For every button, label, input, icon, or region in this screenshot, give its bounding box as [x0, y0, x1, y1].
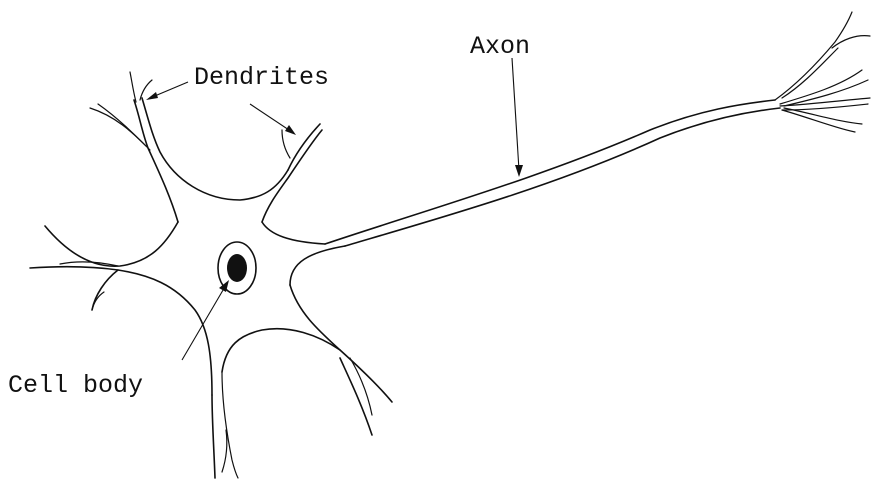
neuron [30, 12, 870, 478]
axon-hillock-lower [290, 246, 345, 285]
nucleolus [227, 254, 247, 282]
dendrite-upper-left [134, 100, 178, 222]
cell-body-label: Cell body [8, 371, 143, 400]
axon-label: Axon [470, 32, 530, 61]
dendrites-arrowhead-right [285, 125, 296, 135]
axon-terminal-1b [782, 48, 838, 98]
dendrite-left-upper [45, 222, 178, 266]
dendrites-arrowhead-left [146, 92, 158, 100]
cell-body-leader [182, 285, 226, 360]
dendrite-twig-1 [130, 72, 136, 102]
dendrite-lower-right [290, 285, 392, 402]
dendrites-label: Dendrites [194, 63, 329, 92]
dendrites-leader-right [250, 104, 292, 132]
dendrite-upper-right-twig [282, 130, 290, 158]
dendrite-left-lower [30, 267, 118, 310]
dendrite-bottom-twig-2 [222, 430, 227, 472]
axon-leader [512, 58, 519, 170]
axon-terminal-1 [775, 12, 852, 100]
dendrite-bottom-inner [222, 329, 340, 372]
dendrite-bottom [212, 395, 215, 478]
cell-body-upper-edge [262, 222, 325, 244]
axon-lower-edge [345, 108, 780, 246]
axon-arrowhead [515, 165, 523, 177]
axon-terminal-4b [784, 108, 862, 124]
labels: Dendrites Axon Cell body [8, 32, 530, 400]
dendrite-upper-right-inner [262, 130, 322, 222]
